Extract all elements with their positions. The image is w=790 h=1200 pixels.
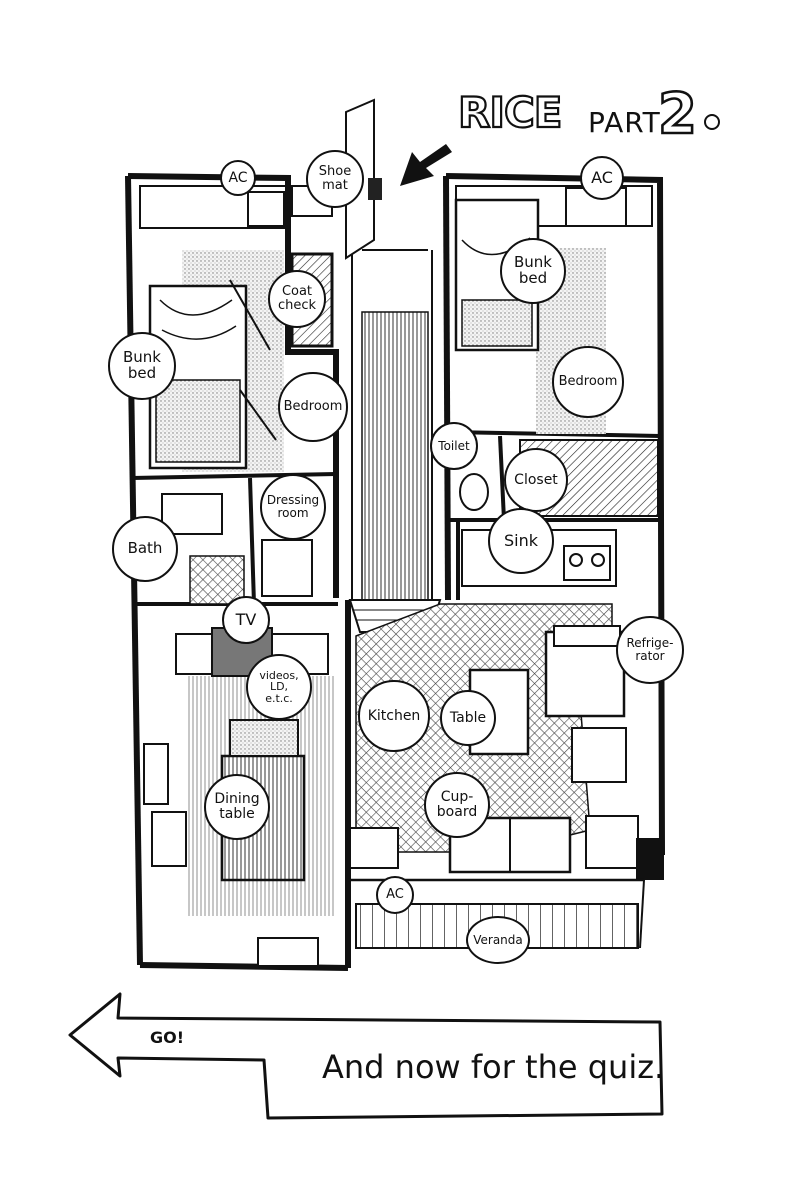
label-bedroom-left: Bedroom — [278, 372, 348, 442]
go-banner — [68, 992, 664, 1120]
label-sink: Sink — [488, 508, 554, 574]
right-bedroom — [454, 185, 653, 434]
title-dot — [704, 114, 720, 130]
bath-area — [161, 493, 313, 605]
label-shoe-mat: Shoe mat — [306, 150, 364, 208]
title-number: 2 — [657, 81, 699, 149]
title-main: RICE — [457, 87, 564, 138]
label-table: Table — [440, 690, 496, 746]
title-part: PART — [588, 106, 661, 139]
label-closet: Closet — [504, 448, 568, 512]
label-bunk-bed-right: Bunk bed — [500, 238, 566, 304]
entrance-arrow — [400, 144, 452, 186]
entrance-corridor — [348, 249, 442, 633]
label-ac-left: AC — [220, 160, 256, 196]
label-refrigerator: Refrige- rator — [616, 616, 684, 684]
living-area — [143, 627, 336, 967]
label-ac-right: AC — [580, 156, 624, 200]
label-bath: Bath — [112, 516, 178, 582]
label-kitchen: Kitchen — [358, 680, 430, 752]
label-bunk-bed-left: Bunk bed — [108, 332, 176, 400]
quiz-caption: And now for the quiz. — [322, 1048, 665, 1086]
label-bedroom-right: Bedroom — [552, 346, 624, 418]
left-bedroom — [139, 185, 287, 472]
toilet-bowl — [459, 473, 489, 511]
label-videos: videos, LD, e.t.c. — [246, 654, 312, 720]
go-label: GO! — [150, 1028, 185, 1047]
label-dressing-room: Dressing room — [260, 474, 326, 540]
label-veranda: Veranda — [466, 916, 530, 964]
label-toilet: Toilet — [430, 422, 478, 470]
label-tv: TV — [222, 596, 270, 644]
page-title: RICE PART 2 — [457, 81, 738, 148]
label-dining-table: Dining table — [204, 774, 270, 840]
label-ac-bottom: AC — [376, 876, 414, 914]
label-cupboard: Cup- board — [424, 772, 490, 838]
label-coat-check: Coat check — [268, 270, 326, 328]
interior-walls — [131, 430, 662, 606]
